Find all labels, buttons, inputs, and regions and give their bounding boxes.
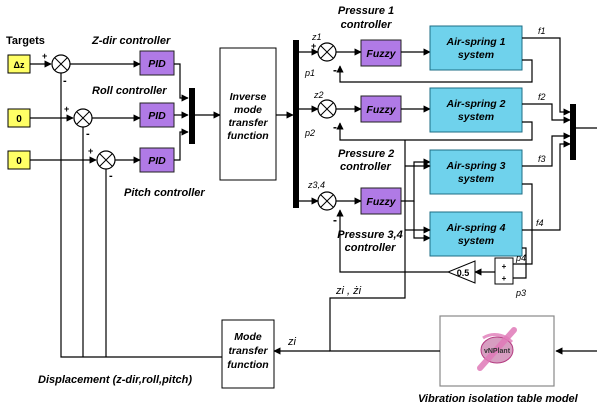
f4-label: f4 [536, 218, 544, 228]
pressure2-label-line2: controller [340, 161, 391, 173]
sign-minus-roll: - [86, 128, 90, 140]
air-spring-4-line1: Air-spring 4 [446, 222, 506, 234]
fuzzy-1-text: Fuzzy [366, 48, 396, 60]
sum-junction-pitch [96, 150, 116, 170]
fuzzy-2-text: Fuzzy [366, 104, 396, 116]
pressure34-label-line1: Pressure 3,4 [337, 229, 402, 241]
target-roll-value: 0 [16, 114, 22, 125]
pitch-controller-label: Pitch controller [124, 187, 205, 199]
sign-plus-zdir: + [42, 51, 47, 61]
sum-junction-zdir [51, 54, 71, 74]
z1-label: z1 [311, 32, 322, 42]
air-spring-4-block [429, 211, 523, 257]
air-spring-1-block [429, 25, 523, 71]
f2-label: f2 [538, 92, 546, 102]
displacement-label: Displacement (z-dir,roll,pitch) [38, 374, 192, 386]
mode-line2: transfer [228, 345, 268, 357]
p4-label: p4 [515, 253, 526, 263]
pressure1-label-line1: Pressure 1 [338, 5, 394, 17]
air-spring-3-line2: system [458, 173, 494, 185]
fuzzy-34-text: Fuzzy [366, 196, 396, 208]
sign-minus-pitch: - [109, 170, 113, 182]
inverse-line3: transfer [228, 117, 268, 129]
minus-p1: - [333, 63, 337, 77]
z34-label: z3,4 [307, 180, 325, 190]
minus-p34: - [333, 213, 337, 227]
inverse-line1: Inverse [230, 91, 267, 103]
pid-roll-text: PID [148, 110, 166, 122]
pid-zdir-block [139, 50, 175, 76]
sum-junction-p34 [317, 191, 337, 211]
pressure2-label-line1: Pressure 2 [338, 148, 394, 160]
target-pitch-value: 0 [16, 156, 22, 167]
vibration-model-label: Vibration isolation table model [418, 393, 579, 405]
inverse-line2: mode [234, 104, 262, 116]
pid-zdir-text: PID [148, 58, 166, 70]
air-spring-2-line2: system [458, 111, 494, 123]
pressure1-label-line2: controller [341, 19, 392, 31]
targets-label: Targets [6, 35, 45, 47]
air-spring-4-line2: system [458, 235, 494, 247]
zi-zidot-label: zi , żi [335, 285, 362, 297]
zdir-controller-label: Z-dir controller [91, 35, 171, 47]
gain-0-5-block [446, 260, 476, 284]
demux-bar [293, 40, 299, 208]
air-spring-3-block [429, 149, 523, 195]
zi-label: zi [287, 336, 297, 348]
air-spring-2-line1: Air-spring 2 [446, 98, 506, 110]
mode-line3: function [227, 359, 268, 371]
mux-bar-1 [189, 88, 195, 144]
p2-label: p2 [304, 128, 315, 138]
inverse-mode-transfer-block [219, 47, 277, 181]
plant-icon [477, 327, 517, 371]
p3-label: p3 [515, 288, 526, 298]
z2-label: z2 [313, 90, 324, 100]
gain-value: 0.5 [457, 268, 470, 278]
air-spring-1-line1: Air-spring 1 [446, 36, 506, 48]
plus-p1: + [311, 41, 316, 51]
inverse-line4: function [227, 130, 268, 142]
plant-name: vNPlant [484, 348, 511, 355]
sum-junction-p2 [317, 99, 337, 119]
mux-bar-2 [570, 104, 576, 160]
p34-adder-block [494, 257, 514, 285]
air-spring-1-line2: system [458, 49, 494, 61]
air-spring-3-line1: Air-spring 3 [446, 160, 506, 172]
mode-line1: Mode [234, 331, 262, 343]
minus-p2: - [333, 120, 337, 134]
air-spring-2-block [429, 87, 523, 133]
sum-junction-roll [73, 108, 93, 128]
sum-junction-p1 [317, 42, 337, 62]
sign-plus-roll: + [64, 104, 69, 114]
p34-adder-plus-bot: + [502, 274, 507, 283]
mode-transfer-block [221, 319, 275, 389]
pid-pitch-text: PID [148, 155, 166, 167]
target-dz-value: Δz [14, 60, 25, 70]
sign-plus-pitch: + [88, 146, 93, 156]
p34-adder-plus-top: + [502, 262, 507, 271]
roll-controller-label: Roll controller [92, 85, 167, 97]
f1-label: f1 [538, 26, 546, 36]
sign-minus-zdir: - [63, 75, 67, 87]
pressure34-label-line2: controller [345, 242, 396, 254]
p1-label: p1 [304, 68, 315, 78]
f3-label: f3 [538, 154, 546, 164]
fuzzy-1-block [360, 39, 402, 67]
pid-pitch-block [139, 147, 175, 173]
